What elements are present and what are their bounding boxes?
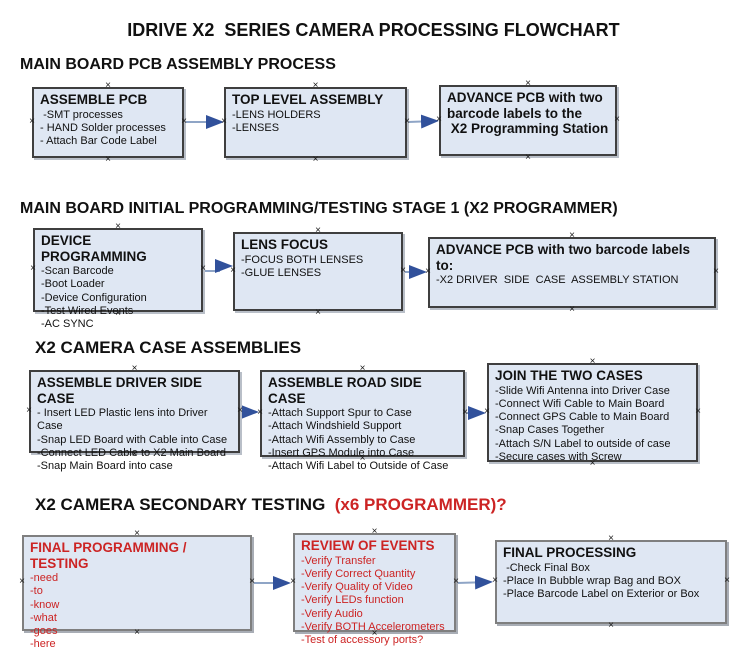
connection-point-icon bbox=[114, 223, 122, 231]
box-body: -Slide Wifi Antenna into Driver Case -Co… bbox=[495, 384, 671, 463]
flow-box-lens-focus: LENS FOCUS -FOCUS BOTH LENSES -GLUE LENS… bbox=[233, 232, 403, 311]
box-title: FINAL PROCESSING bbox=[503, 545, 637, 560]
connection-point-icon bbox=[452, 578, 460, 586]
arrow-row4-b bbox=[456, 575, 493, 590]
connection-point-icon bbox=[104, 156, 112, 164]
section-heading-initial-programming: MAIN BOARD INITIAL PROGRAMMING/TESTING S… bbox=[20, 200, 618, 217]
connection-point-icon bbox=[589, 460, 597, 468]
connection-point-icon bbox=[131, 365, 139, 373]
connection-point-icon bbox=[359, 455, 367, 463]
connection-point-icon bbox=[229, 267, 237, 275]
flow-box-final-processing: FINAL PROCESSING -Check Final Box -Place… bbox=[495, 540, 727, 624]
connection-point-icon bbox=[28, 118, 36, 126]
connection-point-icon bbox=[312, 82, 320, 90]
connection-point-icon bbox=[461, 409, 469, 417]
connection-point-icon bbox=[199, 265, 207, 273]
connection-point-icon bbox=[712, 268, 720, 276]
connection-point-icon bbox=[359, 365, 367, 373]
box-body: -need -to -know -what -goes -here bbox=[30, 572, 60, 651]
box-body: -Attach Support Spur to Case -Attach Win… bbox=[268, 407, 449, 473]
connection-point-icon bbox=[25, 407, 33, 415]
connection-point-icon bbox=[314, 227, 322, 235]
box-body: -SMT processes - HAND Solder processes -… bbox=[40, 108, 166, 148]
flow-box-top-level-assembly: TOP LEVEL ASSEMBLY -LENS HOLDERS -LENSES bbox=[224, 87, 407, 158]
page-title: IDRIVE X2 SERIES CAMERA PROCESSING FLOWC… bbox=[127, 20, 620, 40]
connection-point-icon bbox=[114, 310, 122, 318]
connection-point-icon bbox=[589, 358, 597, 366]
box-title: ASSEMBLE DRIVER SIDE CASE bbox=[37, 375, 206, 406]
connection-point-icon bbox=[568, 232, 576, 240]
connection-point-icon bbox=[248, 578, 256, 586]
box-title: REVIEW OF EVENTS bbox=[301, 538, 435, 553]
connection-point-icon bbox=[29, 265, 37, 273]
connection-point-icon bbox=[424, 268, 432, 276]
connection-point-icon bbox=[607, 622, 615, 630]
connection-point-icon bbox=[435, 116, 443, 124]
heading-accent-text: (x6 PROGRAMMER)? bbox=[325, 495, 507, 514]
box-body: - Insert LED Plastic lens into Driver Ca… bbox=[37, 407, 228, 473]
connection-point-icon bbox=[371, 528, 379, 536]
box-title: ADVANCE PCB with two barcode labels to t… bbox=[447, 90, 609, 136]
box-body: -Verify Transfer -Verify Correct Quantit… bbox=[301, 554, 445, 647]
flow-box-device-programming: DEVICE PROGRAMMING -Scan Barcode -Boot L… bbox=[33, 228, 203, 330]
flow-box-advance-pcb-driver-side: ADVANCE PCB with two barcode labels to: … bbox=[428, 237, 716, 308]
box-body: -Scan Barcode -Boot Loader -Device Confi… bbox=[41, 265, 147, 331]
box-title: ASSEMBLE ROAD SIDE CASE bbox=[268, 375, 426, 406]
connection-point-icon bbox=[180, 118, 188, 126]
section-heading-pcb-assembly: MAIN BOARD PCB ASSEMBLY PROCESS bbox=[20, 56, 336, 73]
connection-point-icon bbox=[312, 156, 320, 164]
flow-box-review-of-events: REVIEW OF EVENTS -Verify Transfer -Verif… bbox=[293, 533, 456, 646]
connection-point-icon bbox=[131, 451, 139, 459]
connection-point-icon bbox=[524, 154, 532, 162]
connection-point-icon bbox=[694, 408, 702, 416]
connection-point-icon bbox=[607, 535, 615, 543]
connection-point-icon bbox=[18, 578, 26, 586]
flow-box-assemble-pcb: ASSEMBLE PCB -SMT processes - HAND Solde… bbox=[32, 87, 184, 158]
connection-point-icon bbox=[568, 306, 576, 314]
arrow-row2-a bbox=[204, 259, 233, 273]
flow-box-assemble-driver-side-case: ASSEMBLE DRIVER SIDE CASE - Insert LED P… bbox=[29, 370, 240, 472]
box-title: JOIN THE TWO CASES bbox=[495, 368, 643, 383]
box-title: DEVICE PROGRAMMING bbox=[41, 233, 147, 264]
flow-box-assemble-road-side-case: ASSEMBLE ROAD SIDE CASE -Attach Support … bbox=[260, 370, 465, 472]
connection-point-icon bbox=[483, 408, 491, 416]
box-body: -X2 DRIVER SIDE CASE ASSEMBLY STATION bbox=[436, 274, 679, 286]
connection-point-icon bbox=[491, 577, 499, 585]
box-title: ADVANCE PCB with two barcode labels to: bbox=[436, 242, 694, 273]
connection-point-icon bbox=[256, 409, 264, 417]
section-heading-case-assemblies: X2 CAMERA CASE ASSEMBLIES bbox=[35, 338, 302, 357]
connection-point-icon bbox=[524, 80, 532, 88]
connection-point-icon bbox=[403, 118, 411, 126]
connection-point-icon bbox=[133, 629, 141, 637]
connection-point-icon bbox=[104, 82, 112, 90]
flow-box-advance-pcb-programming-station: ADVANCE PCB with two barcode labels to t… bbox=[439, 85, 617, 156]
connection-point-icon bbox=[723, 577, 731, 585]
connection-point-icon bbox=[289, 578, 297, 586]
box-body: -Check Final Box -Place In Bubble wrap B… bbox=[503, 561, 700, 601]
flow-box-final-programming-testing: FINAL PROGRAMMING / TESTING -need -to -k… bbox=[22, 535, 252, 650]
flow-box-join-the-two-cases: JOIN THE TWO CASES -Slide Wifi Antenna i… bbox=[487, 363, 698, 463]
box-title: FINAL PROGRAMMING / TESTING bbox=[30, 540, 191, 571]
connection-point-icon bbox=[220, 118, 228, 126]
connection-point-icon bbox=[314, 309, 322, 317]
connection-point-icon bbox=[236, 407, 244, 415]
connection-point-icon bbox=[613, 116, 621, 124]
box-body: -FOCUS BOTH LENSES -GLUE LENSES bbox=[241, 253, 364, 279]
box-body: -LENS HOLDERS -LENSES bbox=[232, 108, 321, 134]
connection-point-icon bbox=[133, 530, 141, 538]
connection-point-icon bbox=[399, 267, 407, 275]
section-heading-secondary-testing: X2 CAMERA SECONDARY TESTING (x6 PROGRAMM… bbox=[35, 495, 507, 515]
box-title: LENS FOCUS bbox=[241, 237, 329, 252]
box-title: TOP LEVEL ASSEMBLY bbox=[232, 92, 384, 107]
connection-point-icon bbox=[371, 630, 379, 638]
box-title: ASSEMBLE PCB bbox=[40, 92, 148, 107]
arrow-row1-b bbox=[407, 114, 439, 129]
heading-text: X2 CAMERA SECONDARY TESTING bbox=[35, 495, 326, 514]
